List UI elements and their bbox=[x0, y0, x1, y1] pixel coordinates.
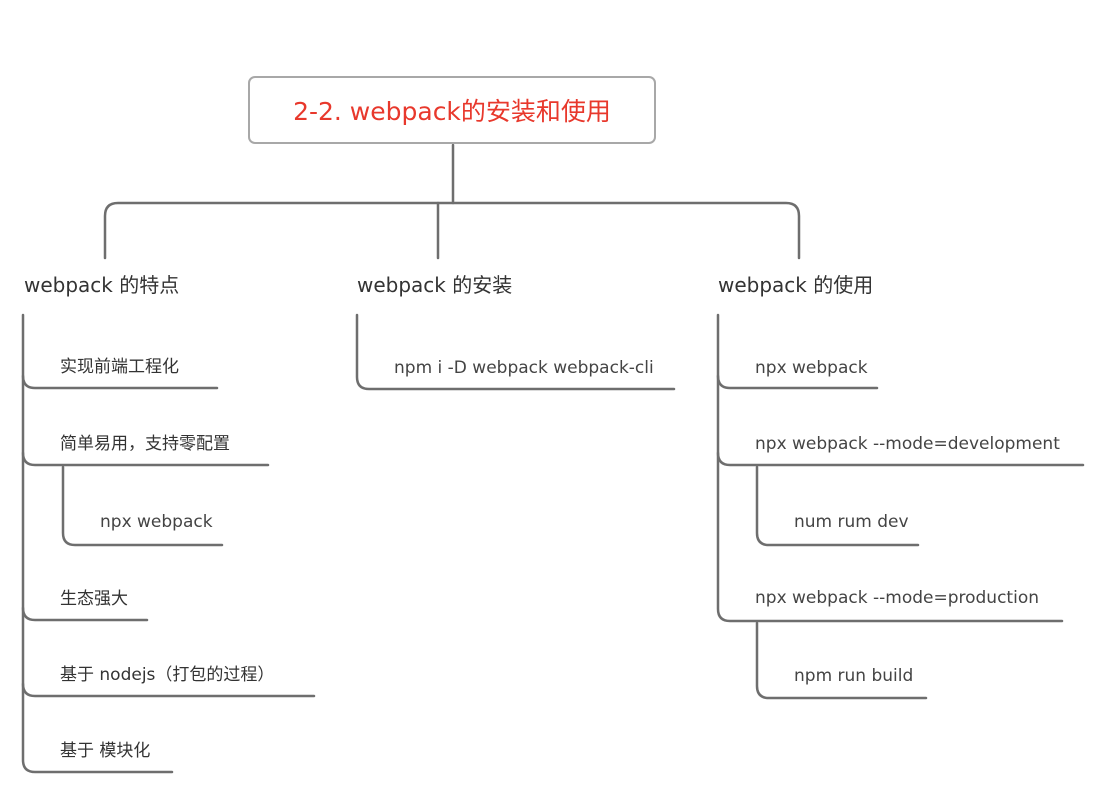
features-item3-connector bbox=[21, 606, 149, 622]
usage-subitem-dev[interactable]: num rum dev bbox=[794, 512, 909, 532]
branch-install[interactable]: webpack 的安装 bbox=[357, 273, 513, 297]
features-item2-connector bbox=[21, 451, 270, 467]
root-title: 2-2. webpack的安装和使用 bbox=[293, 97, 611, 126]
usage-item2-sub-spine bbox=[755, 465, 920, 547]
features-item2-sub-spine bbox=[61, 465, 224, 547]
features-spine bbox=[21, 313, 174, 774]
features-item-nodejs[interactable]: 基于 nodejs（打包的过程） bbox=[60, 665, 275, 685]
root-node[interactable]: 2-2. webpack的安装和使用 bbox=[248, 76, 656, 144]
usage-subitem-build[interactable]: npm run build bbox=[794, 666, 914, 686]
features-item4-connector bbox=[21, 682, 316, 698]
branch-usage[interactable]: webpack 的使用 bbox=[718, 273, 874, 297]
features-subitem-npx[interactable]: npx webpack bbox=[100, 512, 213, 532]
install-spine bbox=[355, 313, 676, 391]
features-item-engineering[interactable]: 实现前端工程化 bbox=[60, 357, 179, 377]
features-item-easy[interactable]: 简单易用，支持零配置 bbox=[60, 434, 230, 454]
install-item-npm[interactable]: npm i -D webpack webpack-cli bbox=[394, 358, 654, 378]
branch-bar bbox=[103, 201, 801, 260]
usage-item1-connector bbox=[716, 374, 879, 390]
features-item-ecosystem[interactable]: 生态强大 bbox=[60, 589, 128, 609]
usage-item-npx[interactable]: npx webpack bbox=[755, 358, 868, 378]
usage-item-development[interactable]: npx webpack --mode=development bbox=[755, 434, 1060, 454]
usage-item2-connector bbox=[716, 451, 1085, 467]
features-item-modular[interactable]: 基于 模块化 bbox=[60, 741, 151, 761]
usage-spine bbox=[716, 313, 1064, 623]
usage-item3-sub-spine bbox=[755, 621, 928, 700]
branch-features[interactable]: webpack 的特点 bbox=[24, 273, 180, 297]
features-item1-connector bbox=[21, 374, 219, 390]
usage-item-production[interactable]: npx webpack --mode=production bbox=[755, 588, 1039, 608]
